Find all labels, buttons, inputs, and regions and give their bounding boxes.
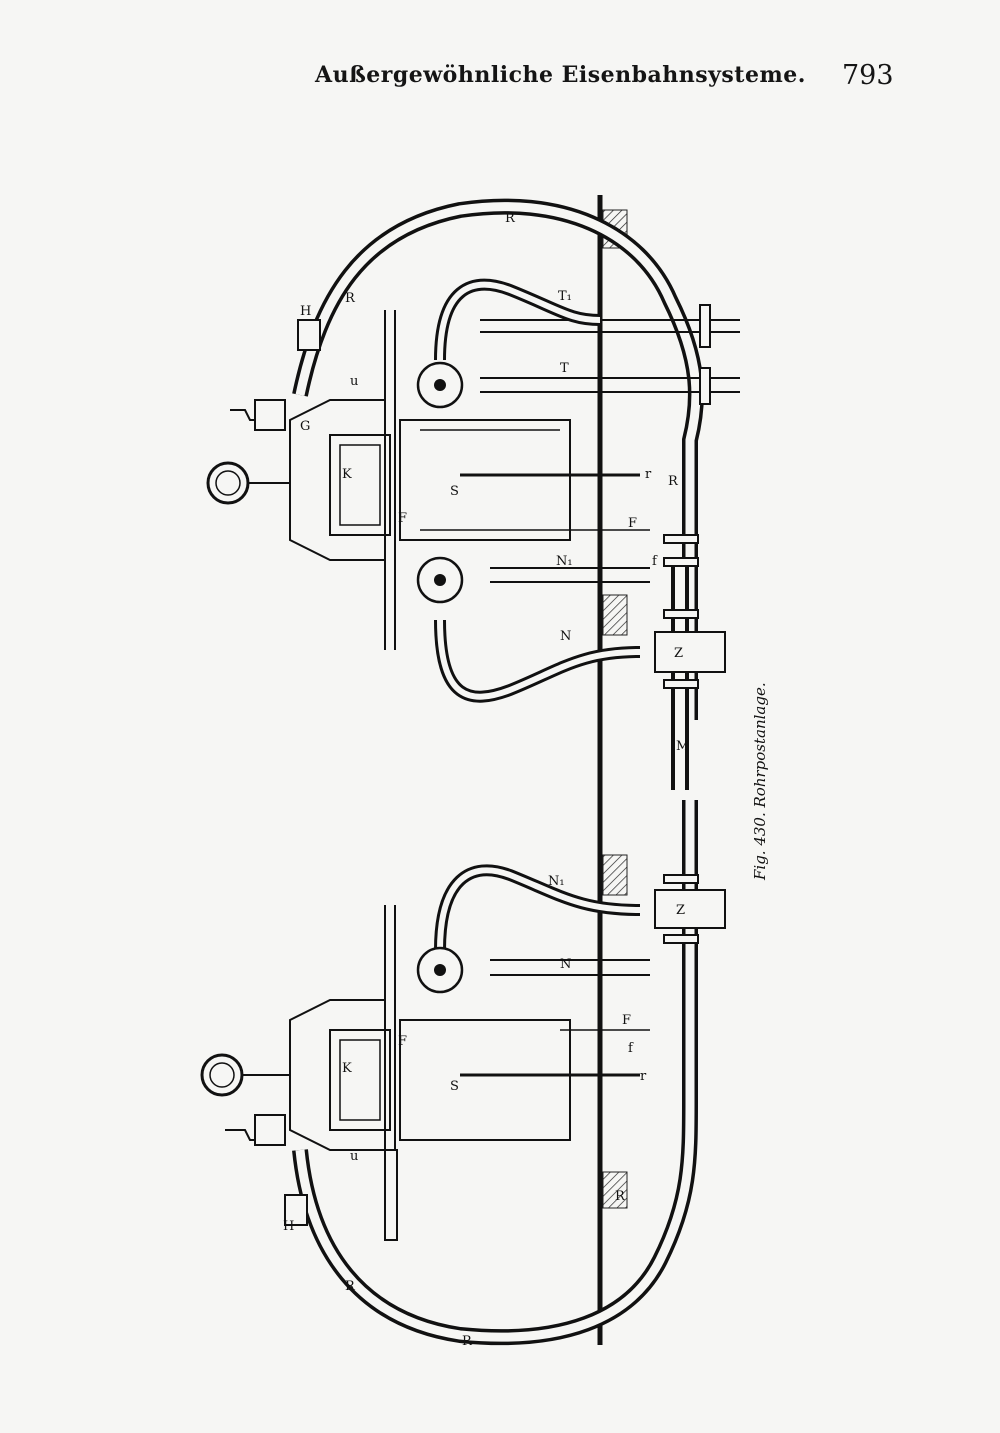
label-r-lower: r bbox=[640, 1069, 647, 1084]
label-H-lower: H bbox=[283, 1219, 294, 1234]
label-f-lower: f bbox=[628, 1041, 634, 1056]
label-N1-lower: N₁ bbox=[548, 874, 565, 889]
label-u-lower: u bbox=[350, 1149, 358, 1164]
label-S-upper: S bbox=[450, 484, 459, 499]
label-H-upper: H bbox=[300, 304, 311, 319]
label-N1-upper: N₁ bbox=[556, 554, 573, 569]
label-R-upper-3: R bbox=[668, 474, 679, 489]
label-Z-upper: Z bbox=[674, 646, 683, 661]
lower-station bbox=[200, 800, 726, 1346]
label-F-upper-2: F bbox=[628, 516, 637, 531]
running-header-title: Außergewöhnliche Eisenbahnsysteme. bbox=[315, 62, 806, 88]
label-r-upper: r bbox=[645, 467, 652, 482]
label-R-lower-3: R bbox=[462, 1334, 473, 1349]
upper-station bbox=[206, 198, 740, 790]
label-N-lower: N bbox=[560, 957, 571, 972]
label-u-upper: u bbox=[350, 374, 358, 389]
page-number: 793 bbox=[842, 60, 894, 91]
label-R-upper-1: R bbox=[505, 211, 516, 226]
label-F-upper: F bbox=[398, 511, 407, 526]
label-T1-upper: T₁ bbox=[558, 289, 572, 304]
label-R-lower-1: R bbox=[615, 1189, 626, 1204]
label-f-upper: f bbox=[652, 554, 658, 569]
label-T-upper: T bbox=[560, 361, 569, 376]
label-G-upper: G bbox=[300, 419, 310, 434]
label-K-upper: K bbox=[342, 467, 352, 482]
label-R-upper-2: R bbox=[345, 291, 356, 306]
label-K-lower: K bbox=[342, 1061, 352, 1076]
figure-caption: Fig. 430. Rohrpostanlage. bbox=[751, 682, 769, 881]
label-S-lower: S bbox=[450, 1079, 459, 1094]
label-M: M bbox=[676, 739, 689, 754]
label-Z-lower: Z bbox=[676, 903, 685, 918]
label-F-lower-2: F bbox=[622, 1013, 631, 1028]
label-F-lower: F bbox=[398, 1034, 407, 1049]
label-R-lower-2: R bbox=[345, 1279, 356, 1294]
label-N-upper: N bbox=[560, 629, 571, 644]
floor-line bbox=[597, 195, 628, 1345]
